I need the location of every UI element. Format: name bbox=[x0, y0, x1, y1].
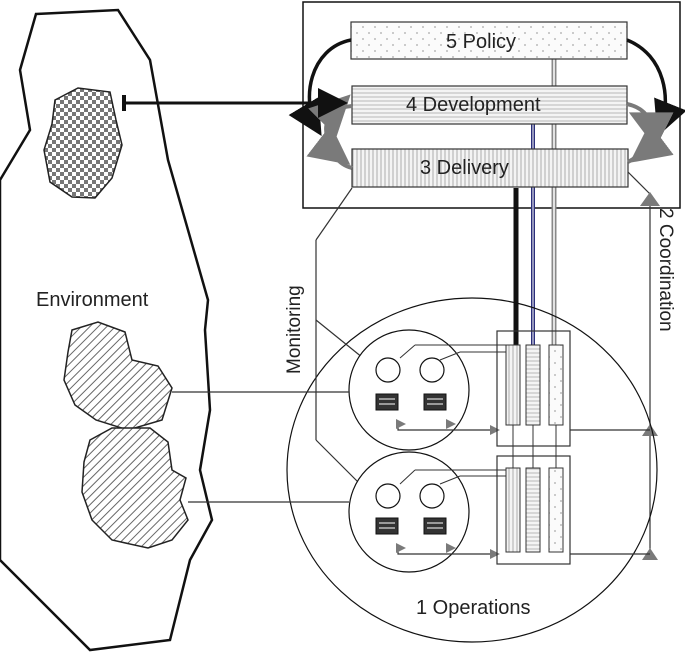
monitoring-line bbox=[315, 439, 361, 485]
operations-circle bbox=[286, 297, 658, 643]
environment-region-middle bbox=[63, 321, 173, 431]
delivery-box bbox=[351, 148, 629, 188]
policy-label: 5 Policy bbox=[446, 31, 516, 53]
monitoring-line bbox=[315, 187, 353, 241]
coordination-line bbox=[627, 171, 653, 197]
operations-label: 1 Operations bbox=[416, 597, 531, 619]
operation-unit-2 bbox=[348, 451, 571, 573]
coordination-label: 2 Coordination bbox=[655, 208, 676, 332]
curved-arrow-icon bbox=[627, 112, 674, 164]
operation-unit-1 bbox=[348, 329, 571, 451]
environment-region-top bbox=[43, 87, 123, 199]
monitoring-line bbox=[315, 319, 369, 363]
environment-label: Environment bbox=[36, 289, 149, 311]
development-box bbox=[351, 85, 628, 125]
delivery-label: 3 Delivery bbox=[420, 157, 509, 179]
development-label: 4 Development bbox=[406, 94, 541, 116]
triangle-icon bbox=[640, 192, 660, 206]
monitoring-label: Monitoring bbox=[284, 285, 305, 374]
environment-region-bottom bbox=[81, 427, 189, 549]
